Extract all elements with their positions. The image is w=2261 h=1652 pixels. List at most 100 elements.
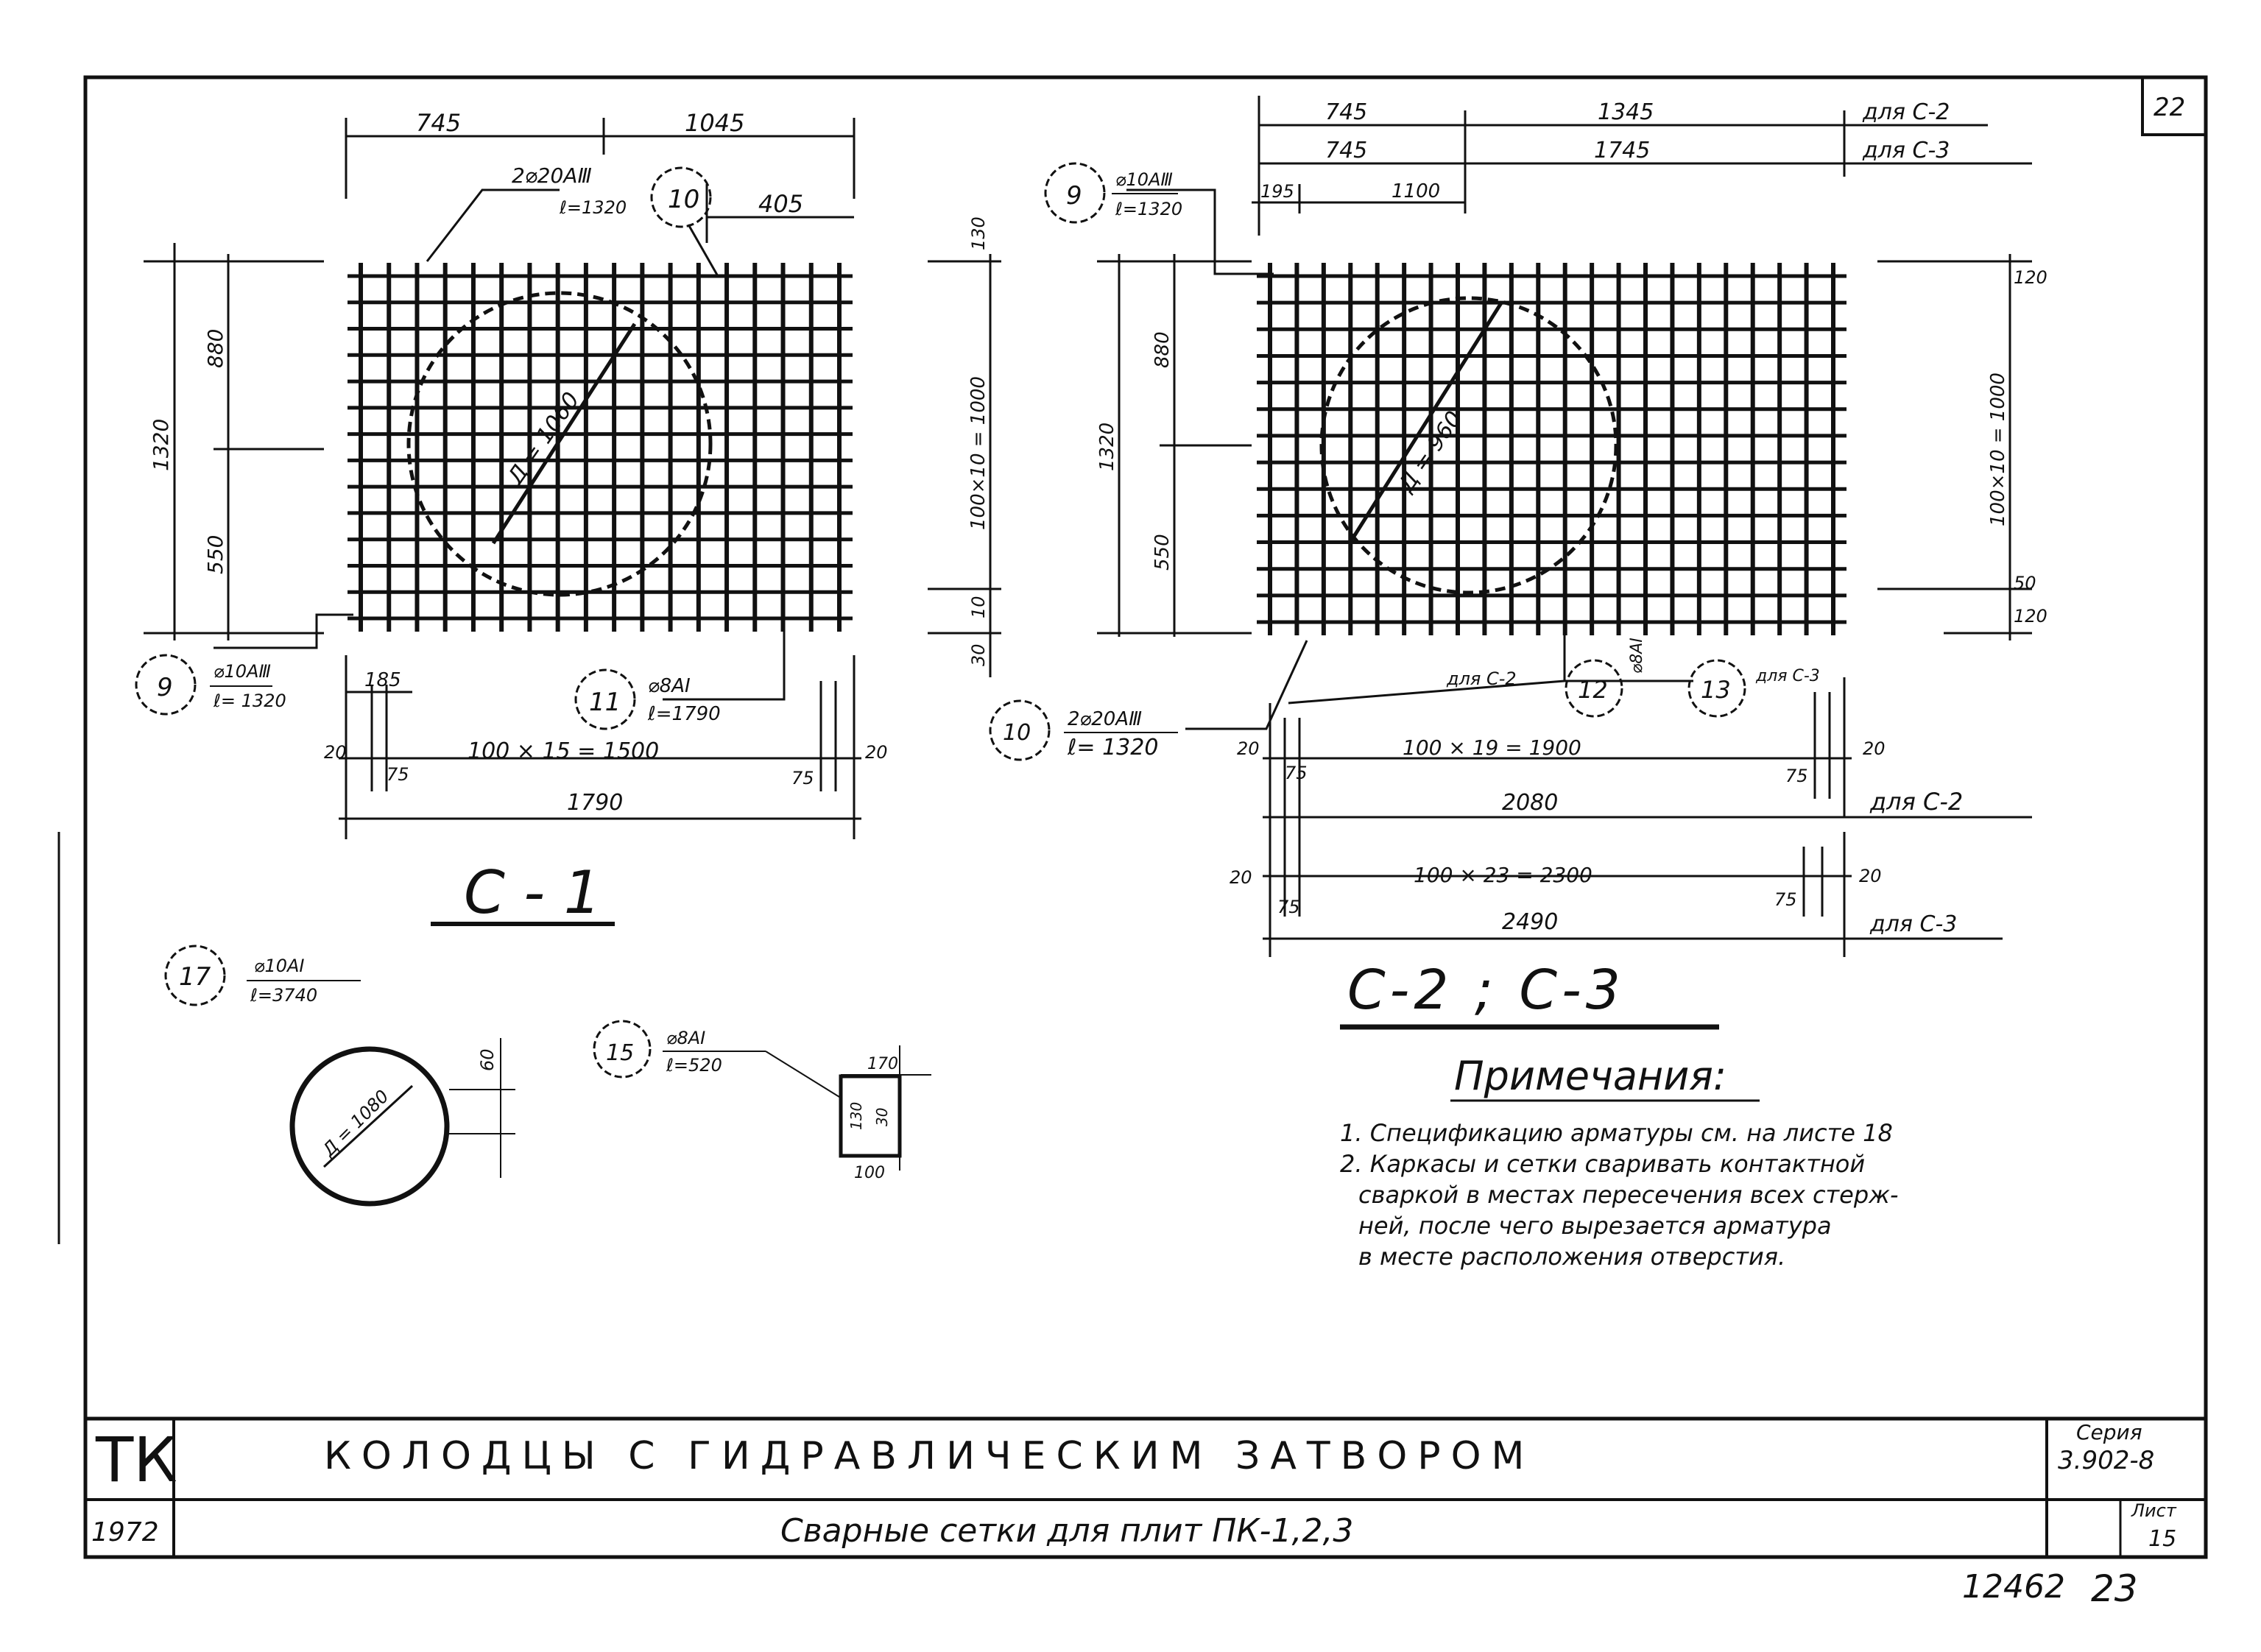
c23-dim-stack: 100×10 = 1000 (1987, 373, 2009, 526)
c1-dim-745: 745 (416, 109, 461, 137)
svg-text:⌀8AⅠ: ⌀8AⅠ (666, 1028, 705, 1048)
c1-dim-75-right: 75 (791, 768, 814, 788)
c3-dim-20-right: 20 (1859, 866, 1882, 886)
c3-dim-75-right: 75 (1774, 889, 1797, 910)
svg-text:17: 17 (179, 962, 211, 992)
callout-9-c23: 9 ⌀10AⅢ ℓ=1320 (1044, 162, 1182, 224)
c1-dim-1045: 1045 (685, 109, 744, 137)
c23-row1-b: 1345 (1598, 99, 1654, 125)
sheet-label: Лист (2131, 1500, 2177, 1521)
ring-17-detail: 17 ⌀10AⅠ ℓ=3740 Д = 1080 60 (164, 945, 515, 1207)
svg-text:⌀10AⅢ: ⌀10AⅢ (214, 661, 271, 682)
svg-text:130: 130 (847, 1102, 865, 1130)
svg-text:⌀8AⅠ: ⌀8AⅠ (648, 675, 691, 697)
svg-text:11: 11 (589, 688, 621, 717)
mesh-c1-dimensions (144, 118, 1001, 839)
diameter-line-c23 (1349, 300, 1504, 543)
sheet-value: 15 (2148, 1526, 2176, 1552)
diameter-line-c1 (491, 322, 637, 545)
c3-dim-total: 2490 (1502, 909, 1558, 935)
mesh-c1-title: С - 1 (464, 858, 601, 927)
svg-text:ℓ=3740: ℓ=3740 (250, 985, 317, 1006)
svg-text:10: 10 (1003, 720, 1031, 746)
svg-text:170: 170 (867, 1055, 898, 1073)
series-label: Серия (2076, 1420, 2142, 1444)
opening-circle-c1 (406, 291, 713, 597)
svg-text:⌀10AⅠ: ⌀10AⅠ (254, 956, 304, 976)
circle-dia-c1: Д = 1060 (502, 388, 585, 491)
c1-dim-550: 550 (203, 535, 227, 574)
year: 1972 (91, 1517, 159, 1547)
callout-12-13: 12 для С-2 13 для С-3 ⌀8AⅠ (1446, 638, 1820, 718)
svg-text:⌀10AⅢ: ⌀10AⅢ (1115, 169, 1173, 190)
svg-text:ℓ=1320: ℓ=1320 (559, 197, 627, 218)
svg-text:ℓ=1320: ℓ=1320 (1115, 199, 1182, 219)
c23-row1-label: для С-2 (1862, 99, 1950, 125)
org-code: ТК (95, 1424, 177, 1496)
notes-block: Примечания: 1. Спецификацию арматуры см.… (1340, 1053, 1899, 1271)
note-line-3: сваркой в местах пересечения всех стерж- (1358, 1181, 1899, 1209)
svg-text:15: 15 (606, 1040, 634, 1066)
c23-row2-a: 745 (1325, 138, 1367, 163)
callout-10-c1: 10 2⌀20AⅢ ℓ=1320 (512, 163, 712, 228)
c1-dim-185: 185 (364, 669, 401, 691)
series-value: 3.902-8 (2058, 1446, 2154, 1475)
c1-dim-stack: 100×10 = 1000 (967, 376, 990, 530)
svg-text:30: 30 (873, 1108, 891, 1126)
note-line-5: в месте расположения отверстия. (1358, 1243, 1785, 1271)
c3-dim-spacing: 100 × 23 = 2300 (1414, 863, 1592, 887)
drawing-subtitle: Сварные сетки для плит ПК-1,2,3 (780, 1512, 1353, 1550)
c3-dim-20-left: 20 (1230, 867, 1252, 888)
note-line-2: 2. Каркасы и сетки сваривать контактной (1340, 1150, 1865, 1178)
svg-text:13: 13 (1701, 676, 1731, 704)
c1-dim-1790: 1790 (567, 790, 623, 816)
c2-dim-75-left: 75 (1285, 763, 1308, 783)
c1-dim-75-left: 75 (387, 764, 409, 785)
c1-dim-880: 880 (203, 329, 227, 368)
svg-text:2⌀20AⅢ: 2⌀20AⅢ (512, 163, 592, 188)
svg-text:2⌀20AⅢ: 2⌀20AⅢ (1068, 708, 1142, 730)
drawing-title: КОЛОДЦЫ С ГИДРАВЛИЧЕСКИМ ЗАТВОРОМ (324, 1434, 1534, 1478)
c1-dim-20-right: 20 (865, 742, 888, 763)
mesh-c1-grid (348, 263, 853, 632)
callout-11-c1: 11 ⌀8AⅠ ℓ=1790 (574, 668, 721, 730)
c2-label: для С-2 (1869, 788, 1963, 816)
c2-dim-spacing: 100 × 19 = 1900 (1403, 735, 1581, 760)
mesh-c23-dimensions (1097, 96, 2032, 957)
svg-text:Д = 1080: Д = 1080 (318, 1086, 393, 1161)
svg-text:для С-3: для С-3 (1755, 667, 1820, 685)
svg-text:9: 9 (1066, 181, 1082, 211)
callout-10-c23: 10 2⌀20AⅢ ℓ= 1320 (989, 699, 1178, 761)
c1-dim-405: 405 (758, 190, 803, 218)
svg-text:ℓ= 1320: ℓ= 1320 (1067, 735, 1158, 760)
svg-text:ℓ=1790: ℓ=1790 (647, 703, 721, 725)
svg-text:100: 100 (854, 1164, 885, 1182)
c23-dim-120-bottom: 120 (2014, 606, 2047, 626)
svg-text:ℓ= 1320: ℓ= 1320 (213, 691, 286, 711)
mesh-c23-grid (1257, 263, 1846, 635)
c23-dim-120-top: 120 (2014, 267, 2047, 288)
c1-dim-spacing: 100 × 15 = 1500 (468, 738, 659, 764)
c3-dim-75-left: 75 (1277, 897, 1300, 917)
svg-text:10: 10 (668, 185, 699, 214)
svg-text:9: 9 (157, 673, 173, 702)
opening-circle-c23 (1319, 296, 1618, 595)
note-line-4: ней, после чего вырезается арматура (1358, 1212, 1832, 1240)
svg-text:60: 60 (477, 1048, 498, 1071)
c23-dim-550: 550 (1151, 534, 1174, 571)
doc-number: 12462 (1962, 1568, 2065, 1606)
c23-dim-1320: 1320 (1096, 423, 1118, 471)
bar-15-detail: 15 ⌀8AⅠ ℓ=520 170 130 30 100 (593, 1020, 931, 1182)
notes-title: Примечания: (1454, 1053, 1726, 1099)
c2-dim-total: 2080 (1502, 790, 1558, 816)
callout-9-c1: 9 ⌀10AⅢ ℓ= 1320 (135, 654, 286, 716)
c23-row3-a: 195 (1260, 181, 1294, 202)
sheet-frame (57, 75, 2208, 1559)
c1-dim-20-left: 20 (324, 742, 347, 763)
c23-dim-880: 880 (1151, 331, 1174, 368)
svg-text:ℓ=520: ℓ=520 (666, 1055, 722, 1076)
c1-dim-1320: 1320 (149, 419, 173, 471)
c23-row3-b: 1100 (1391, 180, 1440, 202)
c2-dim-20-left: 20 (1237, 738, 1260, 759)
